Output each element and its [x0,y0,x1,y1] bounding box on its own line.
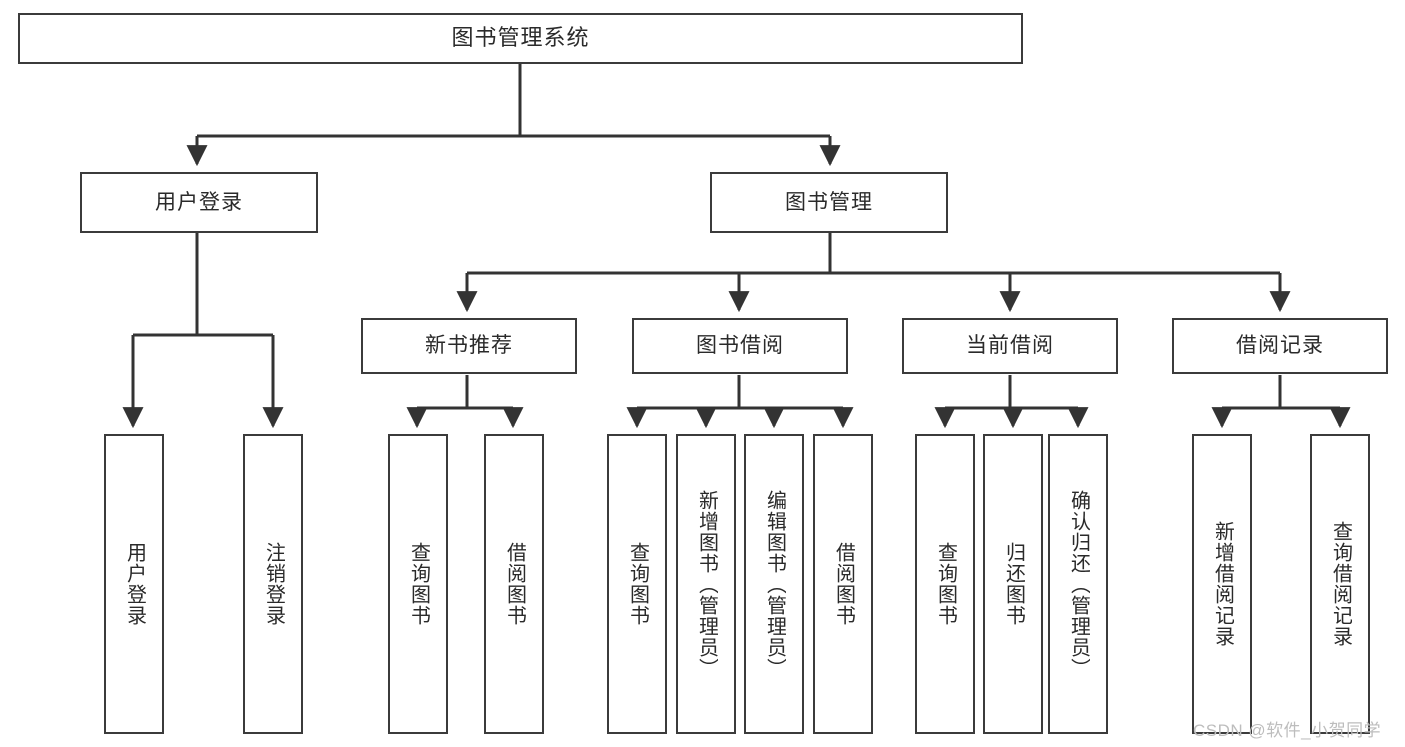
node-leaf-label: 借阅图书 [832,542,855,626]
node-root-book-management-system[interactable]: 图书管理系统 [18,13,1023,64]
node-current-borrow[interactable]: 当前借阅 [902,318,1118,374]
node-book-borrow-label: 图书借阅 [696,334,784,358]
node-leaf-book-borrow-edit-book-admin[interactable]: 编辑图书（管理员） [744,434,804,734]
node-leaf-borrow-record-add-record[interactable]: 新增借阅记录 [1192,434,1252,734]
node-leaf-label: 编辑图书（管理员） [763,489,786,679]
node-leaf-label: 用户登录 [123,542,146,626]
node-leaf-current-borrow-query-book[interactable]: 查询图书 [915,434,975,734]
node-leaf-label: 查询借阅记录 [1329,521,1352,647]
node-current-borrow-label: 当前借阅 [966,334,1054,358]
node-borrow-record[interactable]: 借阅记录 [1172,318,1388,374]
node-leaf-label: 新增借阅记录 [1211,521,1234,647]
node-leaf-current-borrow-return-book[interactable]: 归还图书 [983,434,1043,734]
node-leaf-label: 新增图书（管理员） [695,489,718,679]
node-leaf-label: 注销登录 [262,542,285,626]
node-leaf-new-book-borrow-book[interactable]: 借阅图书 [484,434,544,734]
node-leaf-label: 确认归还（管理员） [1067,489,1090,679]
node-leaf-user-login-login[interactable]: 用户登录 [104,434,164,734]
node-book-management[interactable]: 图书管理 [710,172,948,233]
node-leaf-label: 归还图书 [1002,542,1025,626]
node-leaf-label: 查询图书 [626,542,649,626]
node-leaf-label: 借阅图书 [503,542,526,626]
node-user-login-label: 用户登录 [155,190,243,214]
node-leaf-label: 查询图书 [407,542,430,626]
node-root-label: 图书管理系统 [451,25,590,51]
node-leaf-label: 查询图书 [934,542,957,626]
node-borrow-record-label: 借阅记录 [1236,334,1324,358]
node-leaf-new-book-query-book[interactable]: 查询图书 [388,434,448,734]
node-leaf-book-borrow-add-book-admin[interactable]: 新增图书（管理员） [676,434,736,734]
node-leaf-book-borrow-query-book[interactable]: 查询图书 [607,434,667,734]
node-user-login[interactable]: 用户登录 [80,172,318,233]
node-leaf-book-borrow-borrow-book[interactable]: 借阅图书 [813,434,873,734]
node-leaf-user-login-logout[interactable]: 注销登录 [243,434,303,734]
node-leaf-borrow-record-query-record[interactable]: 查询借阅记录 [1310,434,1370,734]
node-new-book-recommend[interactable]: 新书推荐 [361,318,577,374]
csdn-watermark: CSDN @软件_小贺同学 [1193,721,1382,740]
node-book-management-label: 图书管理 [785,190,873,214]
node-new-book-recommend-label: 新书推荐 [425,334,513,358]
node-leaf-current-borrow-confirm-return-admin[interactable]: 确认归还（管理员） [1048,434,1108,734]
node-book-borrow[interactable]: 图书借阅 [632,318,848,374]
